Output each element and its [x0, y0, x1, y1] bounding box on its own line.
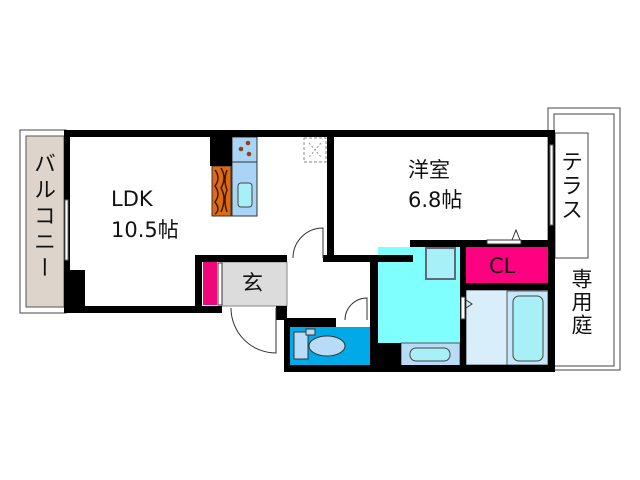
entrance-door [230, 307, 277, 354]
entrance-label: 玄 [242, 271, 263, 295]
private-garden-label: 専用庭 [569, 268, 593, 337]
closet-label: CL [489, 254, 516, 278]
walls [64, 130, 555, 372]
kitchen-sink [237, 182, 253, 208]
toilet-icon [308, 335, 346, 357]
western-room-size: 6.8帖 [408, 188, 463, 212]
western-room-name: 洋室 [408, 158, 450, 182]
bathtub [512, 295, 544, 362]
washing-machine [425, 247, 456, 280]
toilet-door [344, 297, 368, 321]
balcony [19, 129, 67, 314]
ldk-size: 10.5帖 [111, 218, 179, 242]
closet [466, 247, 548, 283]
ldk-name: LDK [111, 187, 153, 211]
balcony-label: バルコニー [30, 152, 55, 282]
terrace [554, 132, 589, 259]
terrace-label: テラス [557, 150, 582, 222]
ldk-door [292, 227, 324, 259]
refrigerator-wood [211, 165, 232, 217]
dashed-fixture [303, 137, 327, 163]
shoe-cabinet [203, 262, 217, 305]
doors [217, 227, 522, 354]
